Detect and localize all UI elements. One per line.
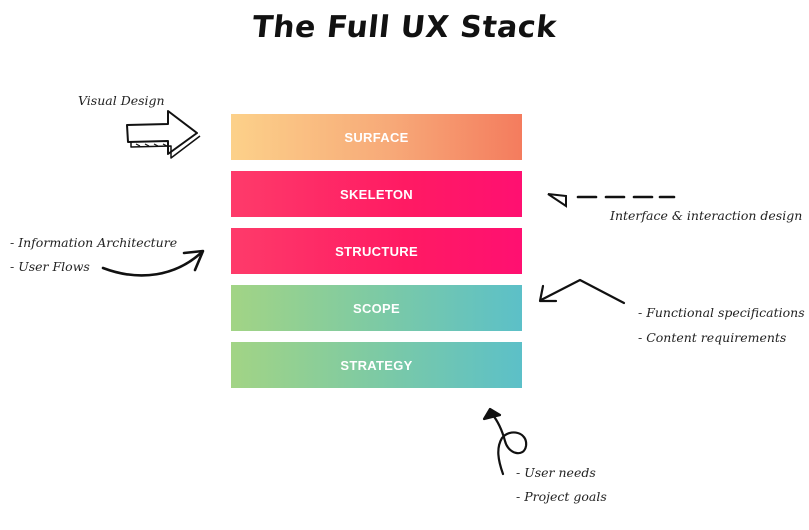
curved-arrow-icon: [101, 249, 205, 277]
note-project-goals: - Project goals: [516, 489, 607, 504]
layer-label: STRATEGY: [340, 357, 413, 373]
note-visual-design: Visual Design: [78, 93, 165, 108]
layer-label: SKELETON: [340, 186, 413, 202]
note-user-needs: - User needs: [516, 465, 596, 480]
layer-label: SCOPE: [352, 300, 400, 316]
bent-arrow-icon: [538, 278, 626, 305]
note-information-architecture: - Information Architecture: [10, 235, 178, 250]
layer-label: STRUCTURE: [335, 243, 418, 259]
note-content-requirements: - Content requirements: [638, 330, 787, 345]
dashed-arrow-icon: [547, 193, 676, 208]
note-user-flows: - User Flows: [10, 259, 90, 274]
note-interface-design: Interface & interaction design: [610, 208, 803, 223]
page-title: The Full UX Stack: [250, 10, 559, 45]
layer-structure: STRUCTURE: [231, 228, 522, 274]
layer-label: SURFACE: [344, 129, 409, 145]
block-arrow-icon: [126, 110, 201, 159]
layer-scope: SCOPE: [231, 285, 522, 331]
layer-skeleton: SKELETON: [231, 171, 522, 217]
note-functional-specifications: - Functional specifications: [638, 305, 805, 320]
layer-strategy: STRATEGY: [231, 342, 522, 388]
layer-surface: SURFACE: [231, 114, 522, 160]
